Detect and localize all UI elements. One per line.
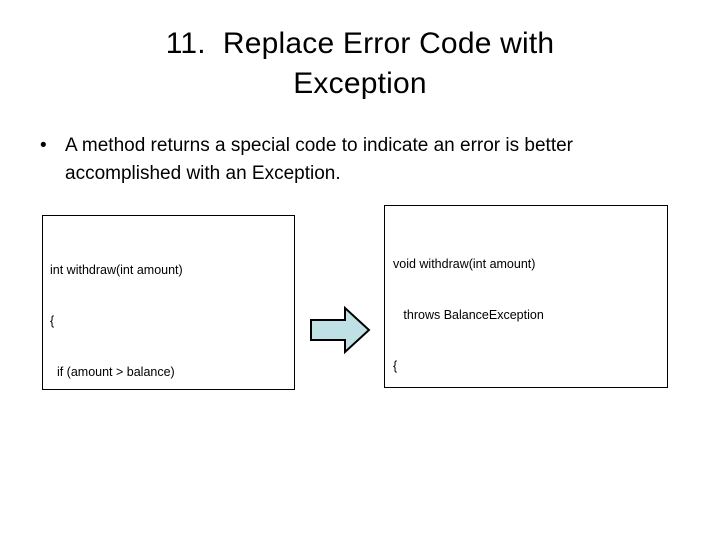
code-before-lines: int withdraw(int amount) { if (amount > … bbox=[43, 216, 294, 389]
bullet-list: • A method returns a special code to ind… bbox=[40, 132, 670, 188]
title-line-1: 11. Replace Error Code with bbox=[165, 27, 555, 60]
page-title: 11. Replace Error Code with Exception bbox=[60, 24, 660, 104]
code-line: { bbox=[393, 359, 398, 373]
code-box-before: int withdraw(int amount) { if (amount > … bbox=[42, 215, 295, 390]
code-line: throws BalanceException bbox=[393, 308, 544, 322]
code-line: { bbox=[50, 314, 55, 328]
right-arrow-icon bbox=[309, 305, 371, 355]
bullet-marker-icon: • bbox=[40, 135, 47, 156]
title-line-2: Exception bbox=[293, 67, 427, 100]
code-after-lines: void withdraw(int amount) throws Balance… bbox=[385, 206, 667, 387]
code-line: void withdraw(int amount) bbox=[393, 257, 536, 271]
code-line: if (amount > balance) bbox=[50, 365, 175, 379]
bullet-text: A method returns a special code to indic… bbox=[65, 135, 573, 184]
code-line: int withdraw(int amount) bbox=[50, 263, 183, 277]
list-item: • A method returns a special code to ind… bbox=[40, 132, 670, 188]
code-box-after: void withdraw(int amount) throws Balance… bbox=[384, 205, 668, 388]
